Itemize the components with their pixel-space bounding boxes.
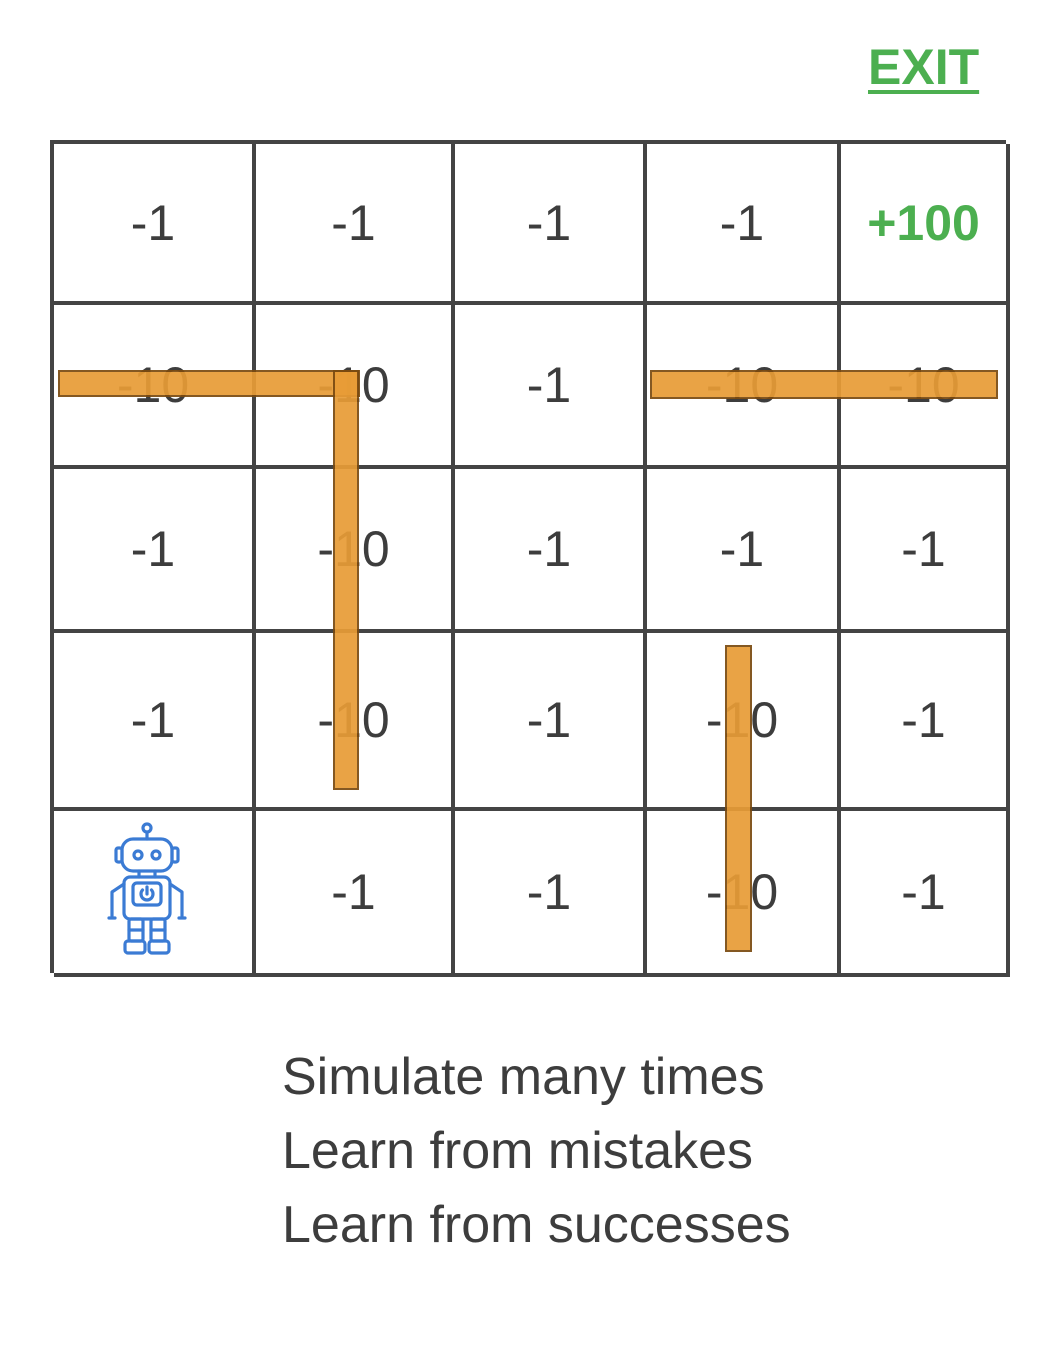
- robot-icon: [104, 822, 190, 958]
- grid-cell: -10: [647, 811, 841, 977]
- grid-cell: -1: [841, 811, 1010, 977]
- grid-cell: -1: [841, 469, 1010, 633]
- caption-line: Learn from successes: [282, 1196, 791, 1254]
- goal-cell: +100: [841, 144, 1010, 305]
- caption-line: Simulate many times: [282, 1048, 765, 1106]
- grid-cell: -1: [841, 633, 1010, 811]
- grid-cell: -1: [54, 633, 256, 811]
- grid-cell: -1: [455, 469, 647, 633]
- grid-cell: -1: [455, 144, 647, 305]
- grid-cell: -10: [647, 305, 841, 469]
- caption: Simulate many times Learn from mistakes …: [282, 1040, 791, 1262]
- grid-cell: -1: [256, 144, 455, 305]
- grid-cell: -1: [647, 144, 841, 305]
- grid-cell: -1: [455, 305, 647, 469]
- start-cell: [54, 811, 256, 977]
- grid-cell: -10: [841, 305, 1010, 469]
- grid-cell: -10: [256, 305, 455, 469]
- grid-cell: -1: [455, 811, 647, 977]
- grid-cell: -1: [455, 633, 647, 811]
- grid-cell: -1: [54, 144, 256, 305]
- grid-cell: -10: [54, 305, 256, 469]
- grid-cell: -1: [54, 469, 256, 633]
- exit-label: EXIT: [868, 39, 980, 95]
- grid-cell: -1: [256, 811, 455, 977]
- reward-grid: -1 -1 -1 -1 +100 -10 -10 -1 -10 -10 -1 -…: [50, 140, 1010, 977]
- grid-cell: -10: [647, 633, 841, 811]
- grid-cell: -10: [256, 633, 455, 811]
- grid-cell: -10: [256, 469, 455, 633]
- caption-line: Learn from mistakes: [282, 1122, 754, 1180]
- grid-cell: -1: [647, 469, 841, 633]
